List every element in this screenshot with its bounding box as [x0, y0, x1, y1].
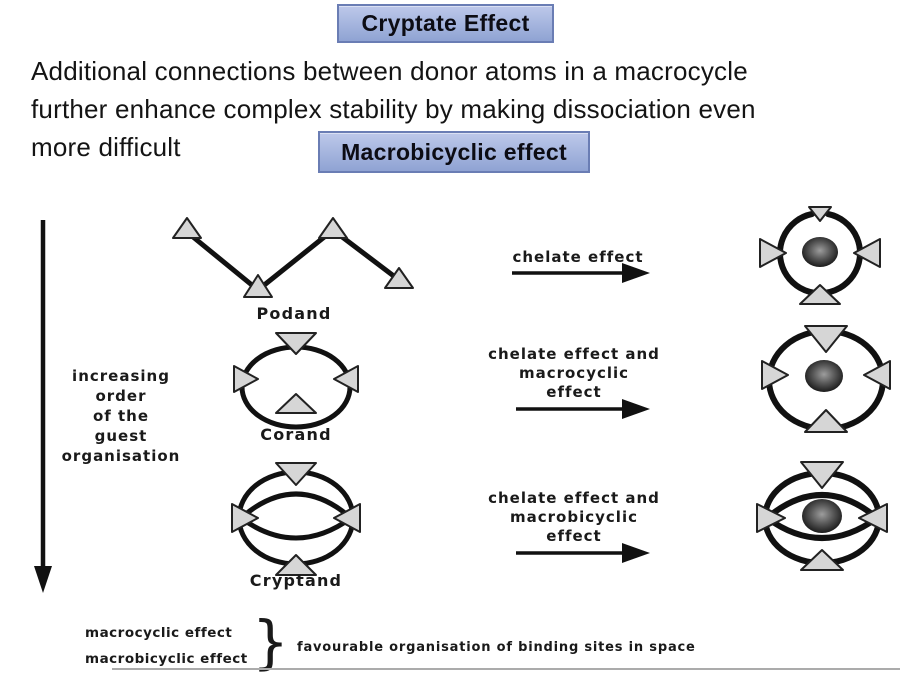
donor-triangle-icon	[800, 549, 844, 571]
macrocyclic-effect-arrow: chelate effect and macrocyclic effect	[488, 345, 660, 419]
donor-triangle-icon	[858, 503, 888, 533]
subtitle-box: Macrobicyclic effect	[318, 131, 590, 173]
paragraph-line: Additional connections between donor ato…	[31, 56, 748, 86]
donor-triangle-icon	[333, 365, 359, 393]
legend-macrobicyclic: macrobicyclic effect	[85, 651, 248, 667]
right-arrowhead-icon	[622, 399, 650, 419]
donor-triangle-icon	[853, 238, 881, 268]
donor-triangle-icon	[231, 503, 259, 533]
cryptate-diagram: increasing order of the guest organisati…	[34, 206, 900, 675]
svg-text:order: order	[95, 387, 146, 405]
cryptand-complex	[756, 461, 888, 571]
down-arrowhead-icon	[34, 566, 52, 593]
donor-triangle-icon	[275, 332, 317, 355]
order-axis-label: increasing order of the guest organisati…	[62, 367, 181, 465]
brace-glyph: }	[252, 608, 289, 675]
svg-text:of the: of the	[93, 407, 149, 425]
svg-text:chelate effect and: chelate effect and	[488, 489, 660, 507]
guest-sphere	[802, 237, 838, 267]
corand-complex	[761, 325, 891, 433]
donor-triangle-icon	[808, 206, 832, 222]
paragraph-line: further enhance complex stability by mak…	[31, 94, 756, 124]
donor-triangle-icon	[804, 325, 848, 353]
donor-triangle-icon	[275, 462, 317, 486]
donor-triangle-icon	[275, 554, 317, 576]
svg-text:guest: guest	[95, 427, 148, 445]
svg-text:effect: effect	[546, 383, 601, 401]
cryptand-label: Cryptand	[250, 571, 342, 590]
donor-triangle-icon	[172, 217, 202, 239]
order-axis-arrow	[34, 220, 52, 593]
cryptand-structure: Cryptand	[231, 462, 361, 590]
donor-triangle-icon	[759, 238, 787, 268]
body-paragraph: Additional connections between donor ato…	[31, 52, 756, 166]
legend-macrocyclic: macrocyclic effect	[85, 625, 232, 641]
guest-sphere	[805, 360, 843, 392]
right-arrowhead-icon	[622, 263, 650, 283]
svg-text:macrocyclic: macrocyclic	[519, 364, 629, 382]
svg-text:effect: effect	[546, 527, 601, 545]
podand-structure: Podand	[172, 217, 414, 323]
donor-triangle-icon	[863, 360, 891, 390]
svg-text:macrobicyclic: macrobicyclic	[510, 508, 638, 526]
svg-text:organisation: organisation	[62, 447, 181, 465]
svg-text:chelate effect: chelate effect	[512, 248, 643, 266]
chelate-effect-arrow: chelate effect	[512, 248, 650, 283]
donor-triangle-icon	[761, 360, 789, 390]
donor-triangle-icon	[318, 217, 348, 239]
legend-caption: favourable organisation of binding sites…	[297, 640, 696, 655]
donor-triangle-icon	[333, 503, 361, 533]
donor-triangle-icon	[756, 503, 786, 533]
guest-sphere	[802, 499, 842, 533]
corand-label: Corand	[260, 425, 331, 444]
donor-triangle-icon	[233, 365, 259, 393]
svg-text:increasing: increasing	[72, 367, 170, 385]
legend: macrocyclic effect macrobicyclic effect …	[85, 608, 900, 675]
slide-subtitle: Macrobicyclic effect	[341, 138, 567, 165]
podand-label: Podand	[256, 304, 331, 323]
donor-triangle-icon	[275, 393, 317, 414]
slide-title: Cryptate Effect	[361, 10, 530, 36]
donor-triangle-icon	[243, 274, 273, 298]
svg-text:chelate effect and: chelate effect and	[488, 345, 660, 363]
donor-triangle-icon	[384, 267, 414, 289]
title-box: Cryptate Effect	[337, 4, 554, 43]
corand-structure: Corand	[233, 332, 359, 444]
donor-triangle-icon	[799, 284, 841, 305]
right-arrowhead-icon	[622, 543, 650, 563]
podand-complex	[759, 206, 881, 305]
macrobicyclic-effect-arrow: chelate effect and macrobicyclic effect	[488, 489, 660, 563]
donor-triangle-icon	[804, 409, 848, 433]
paragraph-line: more difficult	[31, 132, 181, 162]
donor-triangle-icon	[800, 461, 844, 489]
